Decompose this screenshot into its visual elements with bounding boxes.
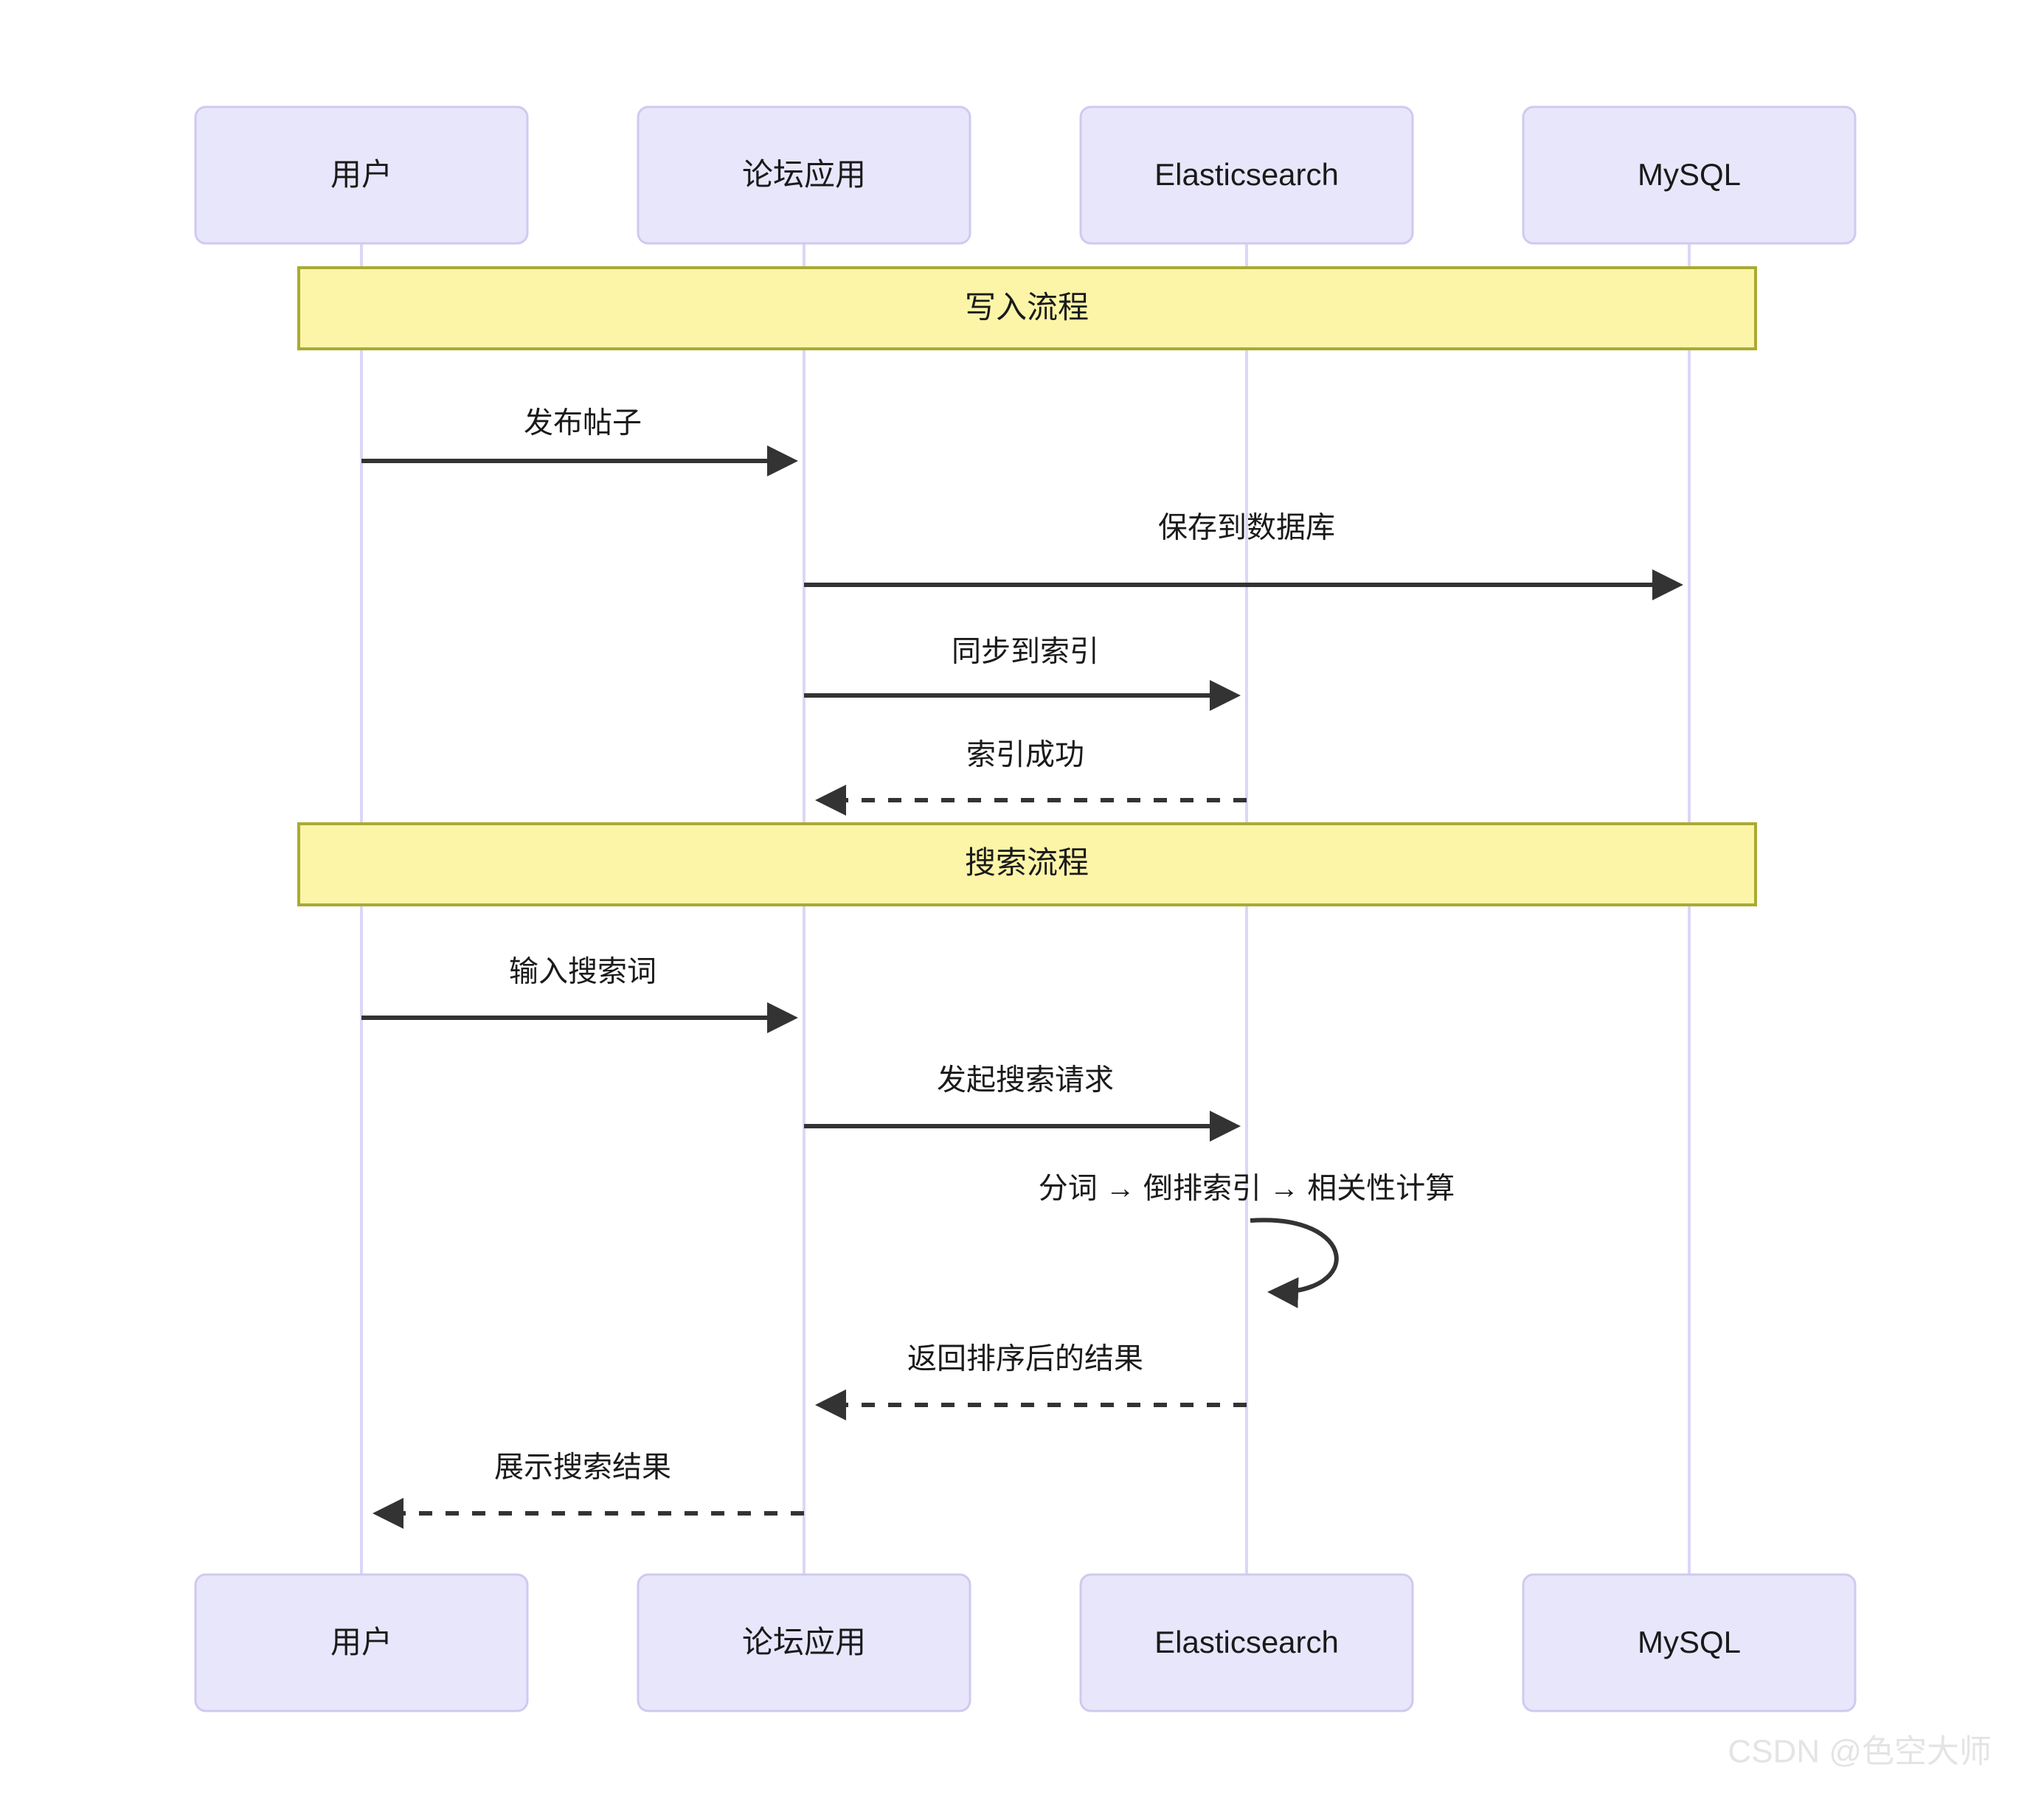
message-label-8: 返回排序后的结果 <box>907 1343 1143 1375</box>
message-label-6: 发起搜索请求 <box>937 1064 1114 1097</box>
message-label-2: 保存到数据库 <box>1158 512 1335 544</box>
actor-box-footer-mysql[interactable] <box>1522 1573 1857 1712</box>
actor-footer-forum[interactable]: 论坛应用 <box>637 1573 971 1712</box>
message-label-5: 输入搜索词 <box>509 956 656 988</box>
actor-header-forum[interactable]: 论坛应用 <box>637 105 971 245</box>
section-banner-label-search-flow: 搜索流程 <box>965 845 1089 880</box>
message-同步到索引[interactable]: 同步到索引 <box>804 636 1241 711</box>
message-arrow-7-loop <box>1250 1218 1339 1308</box>
actor-box-forum[interactable] <box>637 105 971 245</box>
message-label-7: 分词 → 倒排索引 → 相关性计算 <box>1039 1173 1455 1205</box>
message-展示搜索结果[interactable]: 展示搜索结果 <box>373 1451 804 1529</box>
message-label-9: 展示搜索结果 <box>494 1451 671 1484</box>
message-发起搜索请求[interactable]: 发起搜索请求 <box>804 1064 1241 1142</box>
message-label-3: 同步到索引 <box>952 636 1099 668</box>
actor-label-mysql: MySQL <box>1638 157 1741 192</box>
section-banner-rect-search-flow[interactable] <box>297 822 1757 906</box>
actor-label-footer-forum: 论坛应用 <box>742 1625 866 1659</box>
actor-label-footer-mysql: MySQL <box>1638 1625 1741 1659</box>
message-索引成功[interactable]: 索引成功 <box>815 739 1247 816</box>
actor-box-footer-forum[interactable] <box>637 1573 971 1712</box>
section-banner-search-flow[interactable]: 搜索流程 <box>297 822 1757 906</box>
section-banner-rect-write-flow[interactable] <box>297 266 1757 350</box>
actor-label-forum: 论坛应用 <box>742 157 866 192</box>
message-self-loop-elasticsearch[interactable]: 分词 → 倒排索引 → 相关性计算 <box>1039 1173 1455 1308</box>
actor-box-footer-user[interactable] <box>194 1573 529 1712</box>
actor-header-elasticsearch[interactable]: Elasticsearch <box>1079 105 1414 245</box>
message-返回排序后的结果[interactable]: 返回排序后的结果 <box>815 1343 1247 1420</box>
actor-footer-mysql[interactable]: MySQL <box>1522 1573 1857 1712</box>
actor-footer-elasticsearch[interactable]: Elasticsearch <box>1079 1573 1414 1712</box>
lifelines-group <box>360 243 1691 1575</box>
message-发布帖子[interactable]: 发布帖子 <box>361 407 798 476</box>
actor-label-user: 用户 <box>330 157 392 192</box>
actor-header-mysql[interactable]: MySQL <box>1522 105 1857 245</box>
actor-box-mysql[interactable] <box>1522 105 1857 245</box>
actor-label-footer-user: 用户 <box>330 1625 392 1659</box>
section-banner-label-write-flow: 写入流程 <box>965 290 1089 324</box>
actor-header-user[interactable]: 用户 <box>194 105 529 245</box>
message-label-1: 发布帖子 <box>524 407 642 440</box>
message-输入搜索词[interactable]: 输入搜索词 <box>361 956 798 1033</box>
actor-label-footer-elasticsearch: Elasticsearch <box>1154 1625 1339 1659</box>
message-保存到数据库[interactable]: 保存到数据库 <box>804 512 1683 600</box>
actor-box-elasticsearch[interactable] <box>1079 105 1414 245</box>
actor-label-elasticsearch: Elasticsearch <box>1154 157 1339 192</box>
section-banner-write-flow[interactable]: 写入流程 <box>297 266 1757 350</box>
actor-box-user[interactable] <box>194 105 529 245</box>
actor-box-footer-elasticsearch[interactable] <box>1079 1573 1414 1712</box>
watermark-text: CSDN @色空大师 <box>1728 1734 1992 1770</box>
actor-footer-user[interactable]: 用户 <box>194 1573 529 1712</box>
message-label-4: 索引成功 <box>966 739 1084 771</box>
